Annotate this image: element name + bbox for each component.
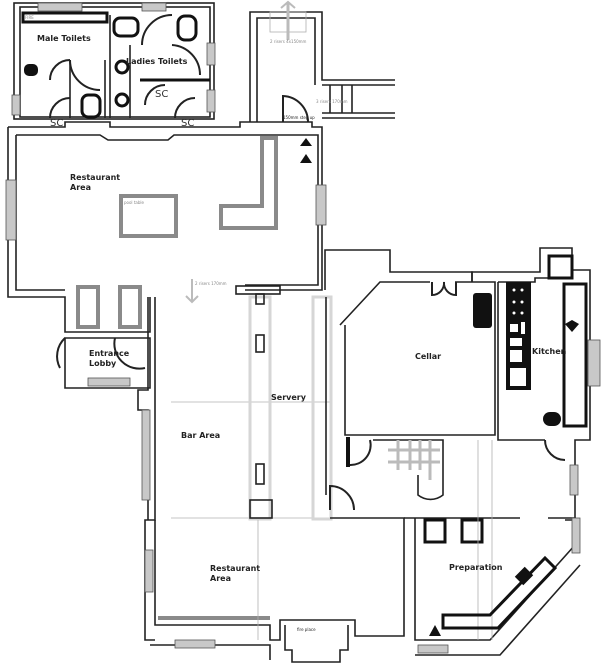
fire-place-label: fire place (297, 627, 316, 632)
sign-tag: FIRE (25, 15, 34, 20)
room-label-servery: Servery (271, 393, 306, 402)
sc-label-1: SC (50, 118, 64, 129)
room-label-bar-area: Bar Area (181, 431, 221, 440)
step-up-note: 150mm step up (283, 115, 315, 120)
room-label-male-toilets: Male Toilets (37, 34, 91, 43)
room-label-kitchen: Kitchen (532, 347, 567, 356)
stairs-top-note: 2 risers 4x150mm (270, 39, 307, 44)
external-stairs (249, 0, 395, 123)
stairs-side-note: 3 risers 170mm (316, 99, 348, 104)
sc-label-3: SC (181, 118, 195, 129)
room-label-entrance-lobby: Entrance Lobby (89, 349, 130, 368)
kitchen (471, 247, 601, 521)
room-label-cellar: Cellar (415, 352, 442, 361)
toilets-block (11, 2, 216, 120)
internal-stairs (388, 440, 440, 480)
sc-label-2: SC (155, 89, 169, 100)
room-label-restaurant-top: Restaurant Area (70, 173, 121, 192)
room-label-restaurant-bottom: Restaurant Area (210, 564, 261, 583)
lower-restaurant (150, 517, 405, 663)
room-label-ladies-toilets: Ladies Toilets (126, 57, 188, 66)
bar-servery (137, 285, 355, 641)
preparation (404, 440, 581, 656)
upper-restaurant (5, 121, 327, 333)
pool-table-label: pool table (124, 200, 144, 205)
cellar (324, 249, 496, 501)
entrance-lobby (56, 337, 151, 389)
room-label-preparation: Preparation (449, 563, 503, 572)
stairs-down-note: 2 risers 170mm (195, 281, 227, 286)
